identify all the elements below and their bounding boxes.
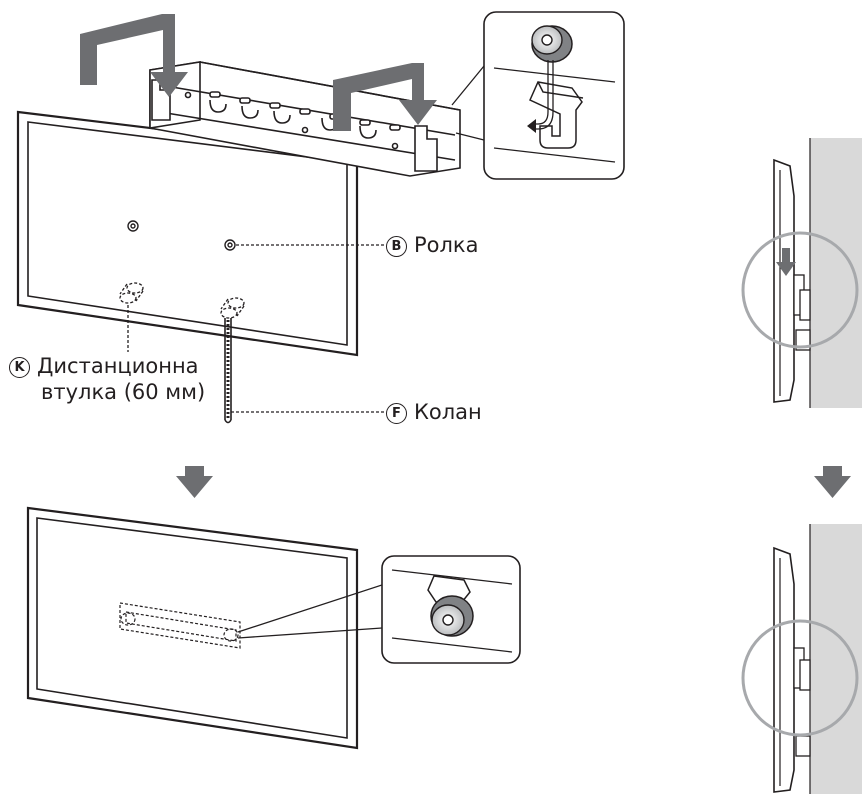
- side-view-top: [741, 138, 862, 408]
- hook-icon: [529, 81, 584, 149]
- step1-group: [16, 11, 625, 424]
- roller-icon: [531, 25, 573, 63]
- spacer-left: [119, 282, 144, 304]
- belt-label: F Колан: [386, 400, 482, 424]
- down-arrow-icon: [814, 466, 851, 498]
- callout-connector-top: [451, 65, 485, 141]
- mount-holes: [127, 220, 236, 251]
- roller-icon: [430, 595, 474, 637]
- spacer-right: [220, 297, 245, 319]
- spacer-label: K Дистанционна: [9, 354, 199, 378]
- side-view-bottom: [741, 524, 862, 794]
- roller-label: B Ролка: [386, 233, 479, 257]
- belt-letter: F: [386, 403, 407, 424]
- down-arrow-icon: [176, 466, 213, 498]
- leader-lines: [127, 244, 385, 413]
- detail-inset-bottom: [381, 555, 521, 664]
- belt-strap: [224, 318, 232, 424]
- spacer-text-line2: втулка (60 мм): [41, 380, 206, 404]
- spacer-letter: K: [9, 357, 30, 378]
- roller-letter: B: [386, 236, 407, 257]
- detail-inset-top: [483, 11, 625, 180]
- down-arrow-icon: [333, 63, 437, 131]
- spacer-text-line1: Дистанционна: [37, 354, 199, 378]
- belt-text: Колан: [414, 400, 482, 424]
- step2-group: [26, 506, 521, 750]
- roller-text: Ролка: [414, 233, 479, 257]
- spacer-label-line2: втулка (60 мм): [41, 380, 205, 404]
- down-arrow-icon: [80, 14, 188, 97]
